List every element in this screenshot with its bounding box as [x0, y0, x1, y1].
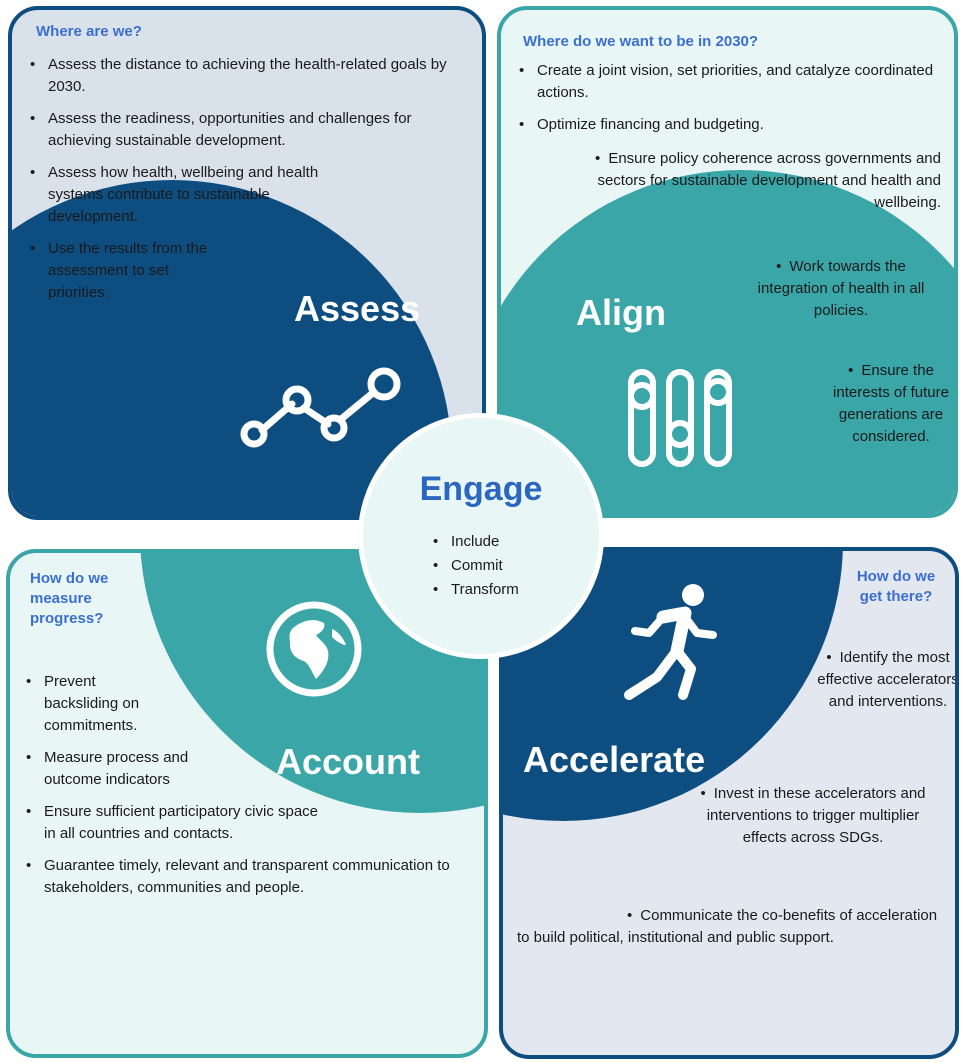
account-label: Account	[276, 741, 420, 782]
assess-item: Assess the distance to achieving the hea…	[28, 54, 468, 98]
runner-icon	[624, 584, 717, 700]
account-list: Prevent backsliding on commitments. Meas…	[24, 671, 464, 909]
accelerate-label: Accelerate	[523, 739, 706, 780]
assess-heading: Where are we?	[36, 23, 142, 40]
assess-item: Assess the readiness, opportunities and …	[28, 108, 468, 152]
align-label: Align	[576, 292, 666, 333]
align-panel: Where do we want to be in 2030? Create a…	[497, 6, 958, 518]
assess-panel: Where are we? Assess the distance to ach…	[8, 6, 486, 520]
account-item: Measure process and outcome indicators	[24, 747, 209, 791]
accelerate-heading: How do we get there?	[856, 568, 936, 605]
align-item: Optimize financing and budgeting.	[517, 114, 947, 136]
sliders-icon	[628, 369, 732, 467]
accelerate-panel: How do we get there? Identify the most e…	[499, 547, 959, 1059]
engage-title: Engage	[419, 470, 543, 508]
trend-line-icon	[240, 367, 401, 448]
align-item: Work towards the integration of health i…	[751, 256, 931, 322]
align-list-right: Ensure policy coherence across governmen…	[581, 148, 941, 224]
align-item: Create a joint vision, set priorities, a…	[517, 60, 947, 104]
align-item: Ensure policy coherence across governmen…	[581, 148, 941, 214]
engage-item: Commit	[433, 554, 519, 578]
engage-item: Include	[433, 530, 519, 554]
accelerate-item: Communicate the co-benefits of accelerat…	[517, 905, 947, 949]
align-item: Ensure the interests of future generatio…	[821, 360, 954, 448]
account-item: Guarantee timely, relevant and transpare…	[24, 855, 474, 899]
engage-circle: Engage Include Commit Transform	[358, 413, 604, 659]
account-heading: How do we measure progress?	[30, 570, 109, 627]
accelerate-item: Invest in these accelerators and interve…	[693, 783, 933, 849]
accelerate-list: Identify the most effective accelerators…	[813, 647, 955, 723]
accelerate-item: Identify the most effective accelerators…	[813, 647, 955, 713]
assess-list: Assess the distance to achieving the hea…	[28, 54, 468, 314]
account-item: Ensure sufficient participatory civic sp…	[24, 801, 319, 845]
assess-item: Use the results from the assessment to s…	[28, 238, 218, 304]
align-list-right-2: Work towards the integration of health i…	[751, 256, 931, 332]
assess-item: Assess how health, wellbeing and health …	[28, 162, 328, 228]
engage-item: Transform	[433, 578, 519, 602]
align-list-right-3: Ensure the interests of future generatio…	[821, 360, 954, 458]
align-list: Create a joint vision, set priorities, a…	[517, 60, 947, 146]
engage-list: Include Commit Transform	[433, 530, 519, 602]
account-item: Prevent backsliding on commitments.	[24, 671, 154, 737]
accelerate-list-3: Communicate the co-benefits of accelerat…	[517, 905, 947, 959]
globe-icon	[266, 601, 362, 697]
align-heading: Where do we want to be in 2030?	[523, 33, 759, 50]
assess-label: Assess	[294, 288, 421, 329]
accelerate-list-2: Invest in these accelerators and interve…	[693, 783, 933, 859]
